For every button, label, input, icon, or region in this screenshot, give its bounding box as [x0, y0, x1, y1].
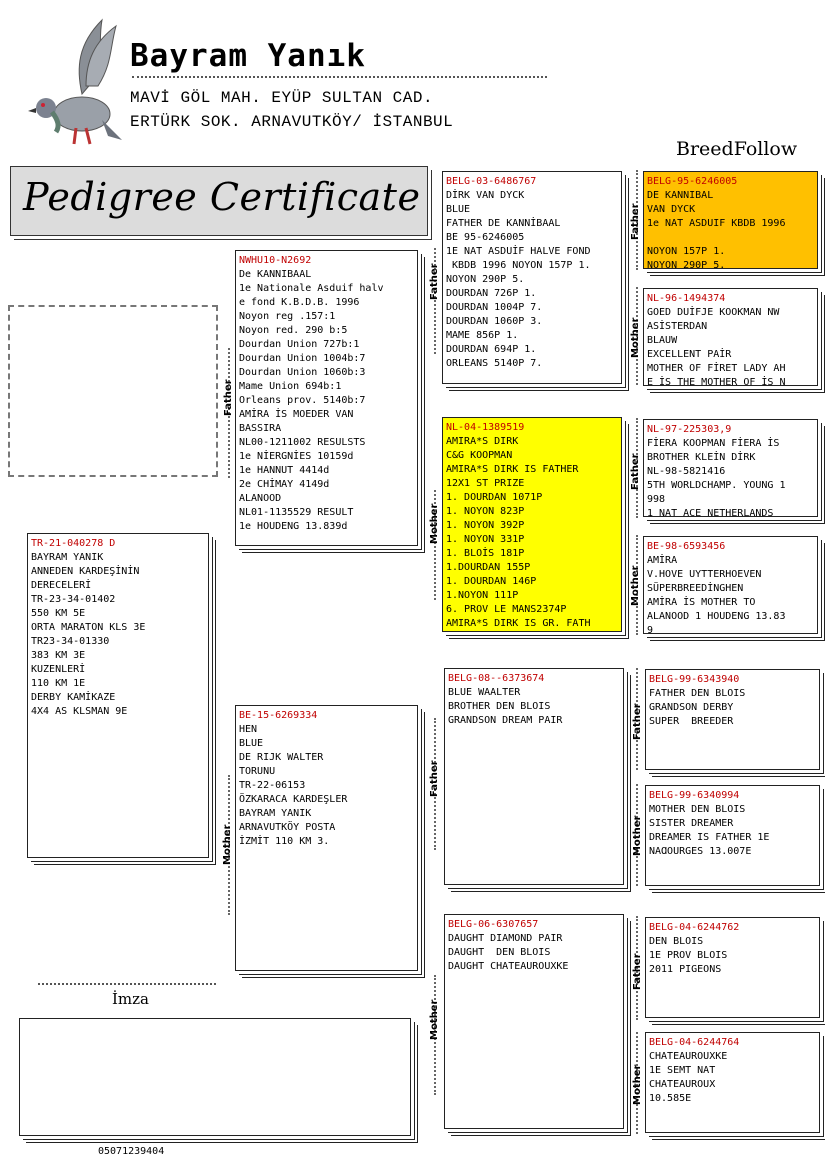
ggp-info-1: DE KANNIBAL VAN DYCK 1e NAT ASDUIF KBDB … — [647, 190, 786, 269]
header-divider — [132, 76, 547, 78]
father-label: Father — [632, 703, 643, 740]
ggp-card-2: NL-96-1494374 GOED DUİFJE KOOKMAN NW ASİ… — [643, 288, 818, 386]
mother-connector — [228, 775, 230, 915]
ggp-info-2: GOED DUİFJE KOOKMAN NW ASİSTERDAN BLAUW … — [647, 307, 786, 386]
father-label: Father — [223, 379, 234, 416]
signature-label: İmza — [112, 990, 149, 1008]
ggp6-connector — [636, 784, 638, 886]
mother-label: Mother — [429, 999, 440, 1040]
address-line-2: ERTÜRK SOK. ARNAVUTKÖY/ İSTANBUL — [130, 113, 454, 131]
pigeon-card: TR-21-040278 D BAYRAM YANIK ANNEDEN KARD… — [27, 533, 209, 858]
ggp-ring-6: BELG-99-6340994 — [649, 790, 740, 801]
dam-card: BE-15-6269334 HEN BLUE DE RIJK WALTER TO… — [235, 705, 418, 971]
ggp-ring-5: BELG-99-6343940 — [649, 674, 740, 685]
father-label: Father — [630, 203, 641, 240]
dam-dam-ring: BELG-06-6307657 — [448, 919, 539, 930]
ggp-ring-2: NL-96-1494374 — [647, 293, 726, 304]
ggp7-connector — [636, 916, 638, 1020]
ggp-info-5: FATHER DEN BLOIS GRANDSON DERBY SUPER BR… — [649, 688, 746, 727]
ggp-ring-3: NL-97-225303,9 — [647, 424, 732, 435]
signature-divider — [38, 983, 216, 985]
sire-dam-info: AMIRA*S DIRK C&G KOOPMAN AMIRA*S DIRK IS… — [446, 436, 591, 629]
sire-dam-card: NL-04-1389519 AMIRA*S DIRK C&G KOOPMAN A… — [442, 417, 622, 632]
ggp4-connector — [636, 535, 638, 635]
pigeon-icon — [28, 18, 122, 145]
sire-sire-ring: BELG-03-6486767 — [446, 176, 537, 187]
sire-sire-connector — [434, 248, 436, 354]
father-label: Father — [429, 263, 440, 300]
ggp-ring-1: BELG-95-6246005 — [647, 176, 738, 187]
ggp-card-3: NL-97-225303,9 FİERA KOOPMAN FİERA İS BR… — [643, 419, 818, 517]
sire-sire-card: BELG-03-6486767 DİRK VAN DYCK BLUE FATHE… — [442, 171, 622, 384]
ggp-info-8: CHATEAUROUXKE 1E SEMT NAT CHATEAUROUX 10… — [649, 1051, 728, 1104]
certificate-title: Pedigree Certificate — [23, 175, 421, 219]
ggp-card-8: BELG-04-6244764 CHATEAUROUXKE 1E SEMT NA… — [645, 1032, 820, 1133]
dam-sire-ring: BELG-08--6373674 — [448, 673, 545, 684]
dam-sire-connector — [434, 718, 436, 850]
mother-label: Mother — [630, 317, 641, 358]
ggp-info-7: DEN BLOIS 1E PROV BLOIS 2011 PIGEONS — [649, 936, 728, 975]
ggp-card-7: BELG-04-6244762 DEN BLOIS 1E PROV BLOIS … — [645, 917, 820, 1018]
ggp-ring-4: BE-98-6593456 — [647, 541, 726, 552]
owner-name: Bayram Yanık — [130, 38, 366, 74]
ggp-ring-7: BELG-04-6244762 — [649, 922, 740, 933]
signature-box — [19, 1018, 411, 1136]
photo-placeholder — [8, 305, 218, 477]
ggp3-connector — [636, 418, 638, 518]
pigeon-ring: TR-21-040278 D — [31, 538, 116, 549]
sire-sire-info: DİRK VAN DYCK BLUE FATHER DE KANNİBAAL B… — [446, 190, 591, 369]
dam-dam-card: BELG-06-6307657 DAUGHT DIAMOND PAIR DAUG… — [444, 914, 624, 1129]
dam-ring: BE-15-6269334 — [239, 710, 318, 721]
address-line-1: MAVİ GÖL MAH. EYÜP SULTAN CAD. — [130, 89, 434, 107]
ggp-info-3: FİERA KOOPMAN FİERA İS BROTHER KLEİN DİR… — [647, 438, 786, 517]
mother-label: Mother — [632, 815, 643, 856]
mother-label: Mother — [429, 503, 440, 544]
father-label: Father — [630, 453, 641, 490]
mother-label: Mother — [222, 824, 233, 865]
ggp1-connector — [636, 170, 638, 270]
sire-card: NWHU10-N2692 De KANNIBAAL 1e Nationale A… — [235, 250, 418, 546]
ggp-card-5: BELG-99-6343940 FATHER DEN BLOIS GRANDSO… — [645, 669, 820, 770]
mother-label: Mother — [630, 565, 641, 606]
dam-dam-connector — [434, 975, 436, 1095]
sire-ring: NWHU10-N2692 — [239, 255, 312, 266]
dam-dam-info: DAUGHT DIAMOND PAIR DAUGHT DEN BLOIS DAU… — [448, 933, 569, 972]
father-connector — [228, 348, 230, 478]
sire-info: De KANNIBAAL 1e Nationale Asduif halv e … — [239, 269, 384, 532]
dam-sire-card: BELG-08--6373674 BLUE WAALTER BROTHER DE… — [444, 668, 624, 885]
ggp5-connector — [636, 668, 638, 770]
ggp-card-6: BELG-99-6340994 MOTHER DEN BLOIS SISTER … — [645, 785, 820, 886]
pigeon-info: BAYRAM YANIK ANNEDEN KARDEŞİNİN DERECELE… — [31, 552, 146, 717]
ggp-ring-8: BELG-04-6244764 — [649, 1037, 740, 1048]
father-label: Father — [632, 953, 643, 990]
phone-number: 05071239404 — [98, 1146, 165, 1157]
dam-sire-info: BLUE WAALTER BROTHER DEN BLOIS GRANDSON … — [448, 687, 563, 726]
dam-info: HEN BLUE DE RIJK WALTER TORUNU TR-22-061… — [239, 724, 348, 847]
ggp8-connector — [636, 1032, 638, 1134]
ggp-info-6: MOTHER DEN BLOIS SISTER DREAMER DREAMER … — [649, 804, 770, 857]
ggp2-connector — [636, 287, 638, 385]
ggp-card-4: BE-98-6593456 AMİRA V.HOVE UYTTERHOEVEN … — [643, 536, 818, 634]
ggp-card-1: BELG-95-6246005 DE KANNIBAL VAN DYCK 1e … — [643, 171, 818, 269]
sire-dam-ring: NL-04-1389519 — [446, 422, 525, 433]
sire-dam-connector — [434, 490, 436, 600]
ggp-info-4: AMİRA V.HOVE UYTTERHOEVEN SÜPERBREEDİNGH… — [647, 555, 786, 634]
father-label: Father — [429, 760, 440, 797]
certificate-title-banner: Pedigree Certificate — [10, 166, 428, 236]
mother-label: Mother — [632, 1064, 643, 1105]
brand-name: BreedFollow — [676, 138, 798, 160]
